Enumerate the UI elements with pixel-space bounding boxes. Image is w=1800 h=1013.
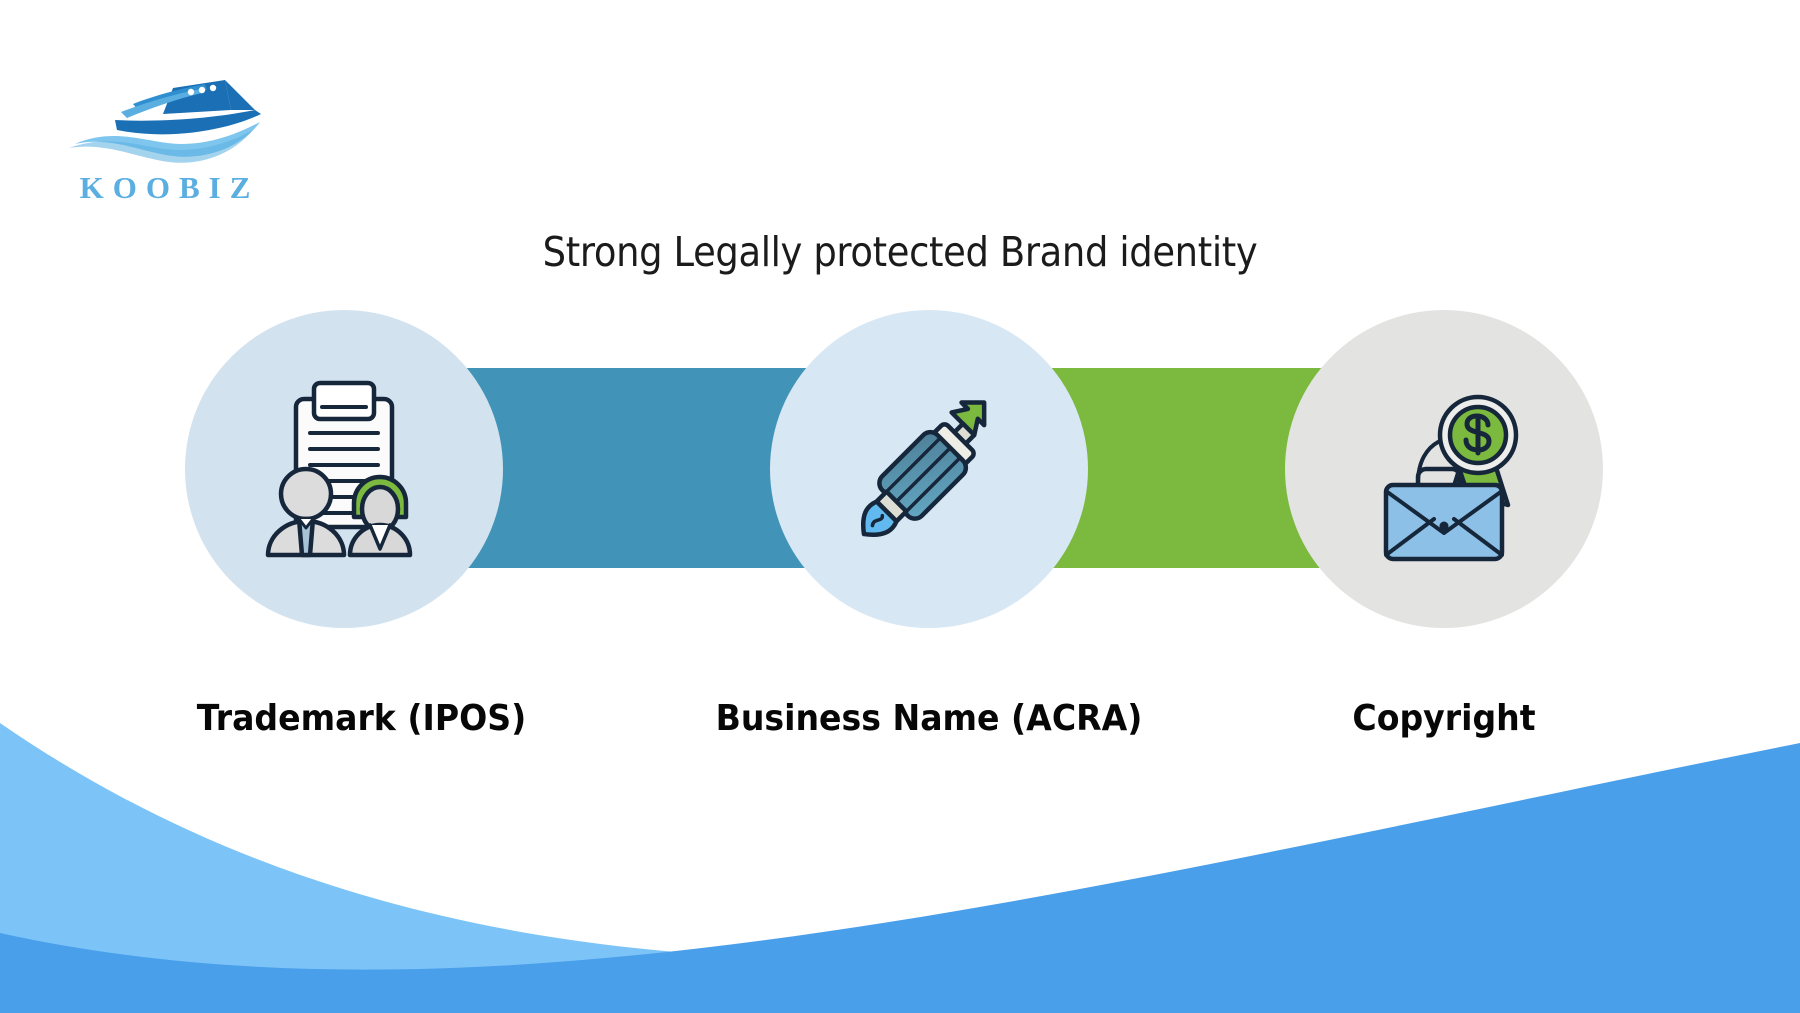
fountain-pen-icon [861,400,987,537]
wave-dark [0,743,1800,1013]
page-title: Strong Legally protected Brand identity [542,228,1258,276]
step-label-copyright: Copyright [1352,698,1536,739]
ship-logo-icon [69,80,261,163]
step-label-trademark: Trademark (IPOS) [196,698,527,739]
step-circle-copyright[interactable] [1285,310,1603,628]
brand-logo: KOOBIZ [55,70,275,210]
step-circle-trademark[interactable] [185,310,503,628]
document-with-people-icon [265,380,413,558]
brand-wordmark: KOOBIZ [79,170,260,205]
wave-decoration [0,723,1800,1013]
briefcase-with-award-icon [1383,394,1519,562]
step-circle-business-name[interactable] [770,310,1088,628]
step-label-business-name: Business Name (ACRA) [715,698,1143,739]
